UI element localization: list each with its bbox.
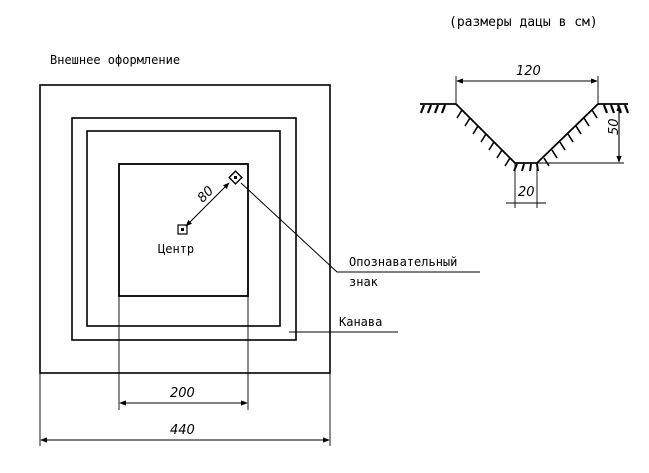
slope-hatch-right [543, 109, 598, 167]
center-mark-icon [177, 224, 188, 235]
slope-hatch-left [456, 109, 511, 167]
trench-outline [455, 103, 599, 164]
center-dot-icon [181, 228, 184, 231]
marker-leader-line [240, 182, 480, 273]
marker-diamond-icon [228, 170, 243, 185]
inner-dimension-label: 200 [170, 386, 195, 401]
ditch-profile: 120 50 20 [419, 64, 630, 208]
profile-bottom-dimension-label: 20 [518, 185, 535, 200]
profile-depth-dimension-label: 50 [607, 118, 622, 135]
marker-label-line2: знак [349, 275, 379, 289]
outer-dimension-label: 440 [170, 423, 195, 438]
center-label: Центр [158, 242, 194, 256]
center-marker-dimension-label: 80 [195, 184, 217, 206]
bottom-hatch [513, 163, 539, 172]
plan-view: 80 Центр Опознавательный знак Канава 200… [39, 84, 480, 446]
ditch-inner-edge [86, 130, 281, 327]
exterior-title: Внешнее оформление [50, 53, 180, 67]
marker-dot-icon [234, 176, 237, 179]
units-note: (размеры дацы в см) [449, 15, 598, 30]
center-marker-dimension-line [185, 182, 230, 227]
marker-label-line1: Опознавательный [349, 255, 457, 269]
outer-boundary [39, 84, 331, 374]
ditch-outer-edge [71, 117, 297, 341]
ground-hatch-left [419, 104, 447, 114]
inner-square [118, 163, 249, 297]
ditch-label: Канава [339, 315, 382, 329]
profile-top-dimension-label: 120 [516, 64, 541, 79]
ground-hatch-right [602, 104, 630, 114]
